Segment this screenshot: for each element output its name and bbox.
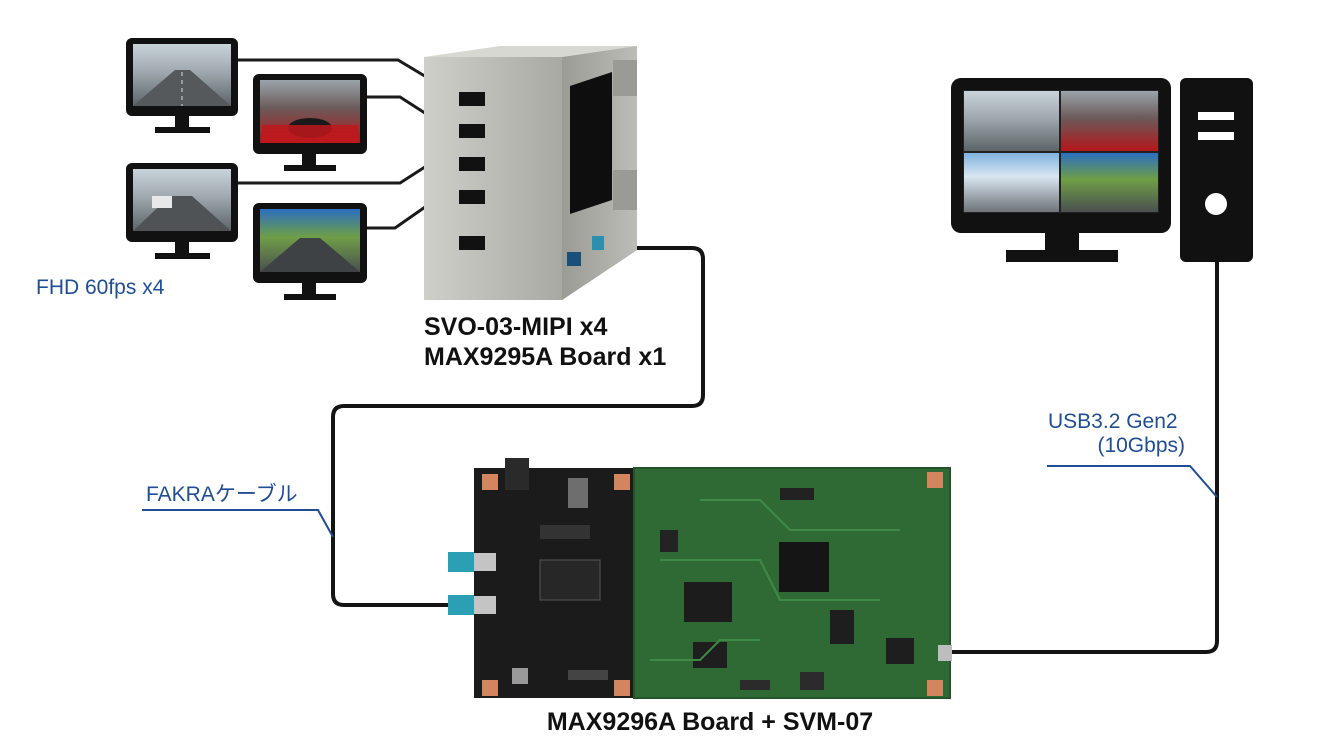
usb-label-pointer — [1047, 465, 1218, 498]
monitor-icon — [253, 74, 367, 171]
circuit-board-image — [448, 458, 952, 699]
cable-monitor-4 — [365, 203, 429, 230]
board-label: MAX9296A Board + SVM-07 — [546, 708, 874, 736]
camera-enclosure-image — [424, 46, 637, 300]
box-label-line2: MAX9295A Board x1 — [424, 343, 667, 371]
cable-monitor-3 — [236, 163, 429, 185]
box-label-line1: SVO-03-MIPI x4 — [424, 313, 608, 341]
monitor-icon — [253, 203, 367, 300]
pc-tower-icon — [1180, 78, 1253, 262]
monitors-label: FHD 60fps x4 — [36, 276, 165, 299]
monitor-icon — [126, 38, 238, 133]
cable-monitor-1 — [236, 58, 429, 80]
usb-label-line1: USB3.2 Gen2 — [1048, 410, 1178, 433]
cable-monitor-2 — [365, 95, 429, 117]
usb-label-line2: (10Gbps) — [1097, 434, 1185, 457]
cable-label: FAKRAケーブル — [146, 483, 298, 506]
fakra-cable — [331, 246, 705, 607]
monitor-cables — [236, 58, 429, 230]
pc-monitor-icon — [951, 78, 1171, 262]
monitor-icon — [126, 163, 238, 259]
cable-label-pointer — [142, 509, 334, 538]
usb-cable — [952, 258, 1219, 654]
